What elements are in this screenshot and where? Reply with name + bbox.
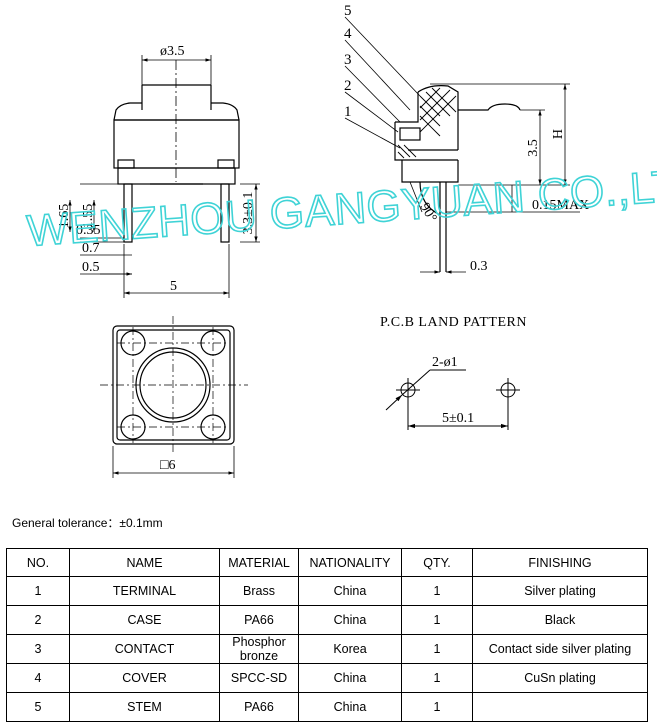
cell-material: PA66 [219, 692, 299, 722]
cell-finishing [472, 692, 648, 722]
cell-nationality: China [298, 663, 402, 693]
top-view-dimensions [112, 446, 235, 478]
header-finishing: FINISHING [472, 548, 648, 577]
pcb-title: P.C.B LAND PATTERN [380, 315, 527, 330]
cell-name: COVER [69, 663, 220, 693]
technical-drawing: ø3.5 1.65 1.55 0.35 0.7 0.5 5 3.3±0.1 [24, 3, 657, 478]
side-view [394, 85, 521, 272]
cell-qty: 1 [401, 692, 473, 722]
front-view [113, 60, 240, 243]
table-row: 2 CASE PA66 China 1 Black [6, 605, 648, 635]
cell-finishing: Silver plating [472, 576, 648, 606]
cell-material: SPCC-SD [219, 663, 299, 693]
bill-of-materials-table: NO. NAME MATERIAL NATIONALITY QTY. FINIS… [6, 548, 648, 722]
cell-nationality: China [298, 692, 402, 722]
dim-0-7: 0.7 [82, 241, 100, 256]
dim-H: H [551, 129, 566, 139]
cell-nationality: Korea [298, 634, 402, 664]
cell-name: STEM [69, 692, 220, 722]
cell-no: 1 [6, 576, 70, 606]
cell-qty: 1 [401, 605, 473, 635]
header-no: NO. [6, 548, 70, 577]
cell-qty: 1 [401, 663, 473, 693]
cell-name: TERMINAL [69, 576, 220, 606]
dim-1-65: 1.65 [57, 204, 72, 229]
pcb-land-pattern [385, 369, 520, 430]
cell-no: 5 [6, 692, 70, 722]
part-label-2: 2 [344, 78, 352, 94]
dim-phi-3-5: ø3.5 [160, 44, 185, 59]
part-label-3: 3 [344, 52, 352, 68]
dim-0-15max: 0.15MAX [532, 198, 589, 213]
cell-nationality: China [298, 605, 402, 635]
general-tolerance: General tolerance：±0.1mm [12, 516, 163, 530]
cell-material: PA66 [219, 605, 299, 635]
part-label-1: 1 [344, 104, 352, 120]
dim-3-3: 3.3±0.1 [241, 192, 256, 235]
cell-no: 3 [6, 634, 70, 664]
cell-finishing: CuSn plating [472, 663, 648, 693]
front-view-dimensions [68, 55, 260, 298]
header-material: MATERIAL [219, 548, 299, 577]
cell-finishing: Black [472, 605, 648, 635]
cell-qty: 1 [401, 576, 473, 606]
cell-name: CONTACT [69, 634, 220, 664]
side-view-leaders [344, 16, 580, 274]
dim-3-5-side: 3.5 [526, 139, 541, 157]
cell-no: 4 [6, 663, 70, 693]
dim-0-5: 0.5 [82, 260, 100, 275]
header-name: NAME [69, 548, 220, 577]
cell-material: Phosphor bronze [219, 634, 299, 664]
dim-0-35: 0.35 [76, 223, 101, 238]
table-row: 3 CONTACT Phosphor bronze Korea 1 Contac… [6, 634, 648, 664]
header-nationality: NATIONALITY [298, 548, 402, 577]
cell-finishing: Contact side silver plating [472, 634, 648, 664]
cell-no: 2 [6, 605, 70, 635]
dim-1-55: 1.55 [81, 204, 96, 229]
cell-material: Brass [219, 576, 299, 606]
dim-5: 5 [170, 279, 177, 294]
part-label-4: 4 [344, 26, 352, 42]
table-header-row: NO. NAME MATERIAL NATIONALITY QTY. FINIS… [6, 548, 648, 577]
cell-qty: 1 [401, 634, 473, 664]
cell-name: CASE [69, 605, 220, 635]
table-row: 1 TERMINAL Brass China 1 Silver plating [6, 576, 648, 606]
header-qty: QTY. [401, 548, 473, 577]
table-row: 4 COVER SPCC-SD China 1 CuSn plating [6, 663, 648, 693]
top-view-centerlines [100, 316, 248, 454]
table-row: 5 STEM PA66 China 1 [6, 692, 648, 722]
side-view-hatch [397, 87, 457, 159]
dim-square-6: □6 [160, 458, 175, 473]
dim-2-phi-1: 2-ø1 [432, 355, 458, 370]
watermark: WENZHOU GANGYUAN CO.,LTD [25, 159, 657, 256]
part-label-5: 5 [344, 3, 352, 19]
dim-pitch-5: 5±0.1 [442, 411, 474, 426]
cell-nationality: China [298, 576, 402, 606]
dim-0-3: 0.3 [470, 259, 488, 274]
